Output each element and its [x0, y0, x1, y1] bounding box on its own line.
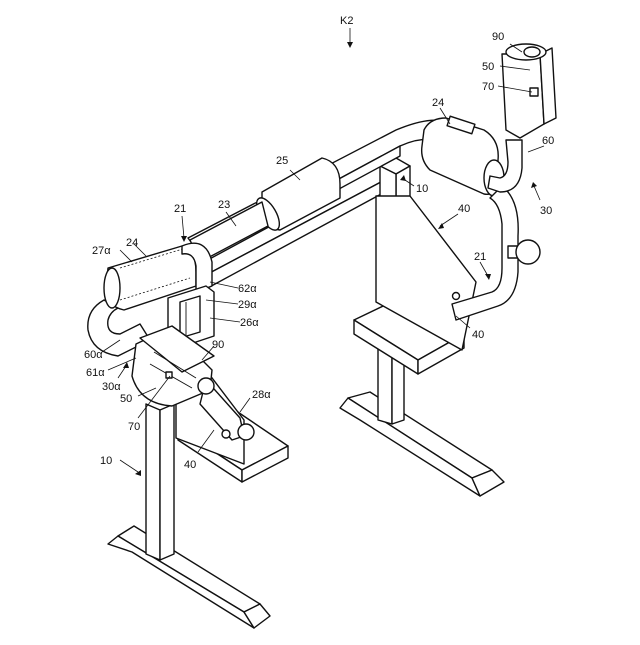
label-27a: 27α	[92, 245, 111, 257]
left-knob-28a	[238, 424, 254, 440]
label-90-left: 90	[212, 339, 224, 351]
label-70-top: 70	[482, 81, 494, 93]
label-30a: 30α	[102, 381, 121, 393]
clamp-slot	[180, 296, 200, 338]
label-29a: 29α	[238, 299, 257, 311]
label-50-top: 50	[482, 61, 494, 73]
label-61a: 61α	[86, 367, 105, 379]
left-foot-top	[118, 526, 260, 612]
label-62a: 62α	[238, 283, 257, 295]
label-21-left: 21	[174, 203, 186, 215]
label-40-right-bottom: 40	[472, 329, 484, 341]
label-24-left: 24	[126, 237, 138, 249]
label-40-left: 40	[184, 459, 196, 471]
label-25: 25	[276, 155, 288, 167]
right-knob	[516, 240, 540, 264]
label-24-right: 24	[432, 97, 444, 109]
right-grip-hole	[524, 47, 540, 57]
label-23: 23	[218, 199, 230, 211]
left-grip-endcap	[198, 378, 214, 394]
label-60: 60	[542, 135, 554, 147]
left-pad-end	[104, 268, 120, 308]
label-21-right: 21	[474, 251, 486, 263]
label-40-right-top: 40	[458, 203, 470, 215]
label-30: 30	[540, 205, 552, 217]
label-10-right: 10	[416, 183, 428, 195]
label-10-left: 10	[100, 455, 112, 467]
left-foot-side	[108, 536, 254, 628]
left-leg-post-side	[160, 404, 174, 560]
right-foot-side	[340, 398, 480, 496]
label-60a: 60α	[84, 349, 103, 361]
label-28a: 28α	[252, 389, 271, 401]
left-leg-post	[146, 404, 160, 560]
label-figure-title: K2	[340, 15, 353, 27]
label-70-left: 70	[128, 421, 140, 433]
right-plate-bolt	[453, 293, 460, 300]
label-90-top: 90	[492, 31, 504, 43]
label-50-left: 50	[120, 393, 132, 405]
left-plate-bolt	[222, 430, 230, 438]
right-foot-top	[348, 392, 492, 478]
label-26a: 26α	[240, 317, 259, 329]
